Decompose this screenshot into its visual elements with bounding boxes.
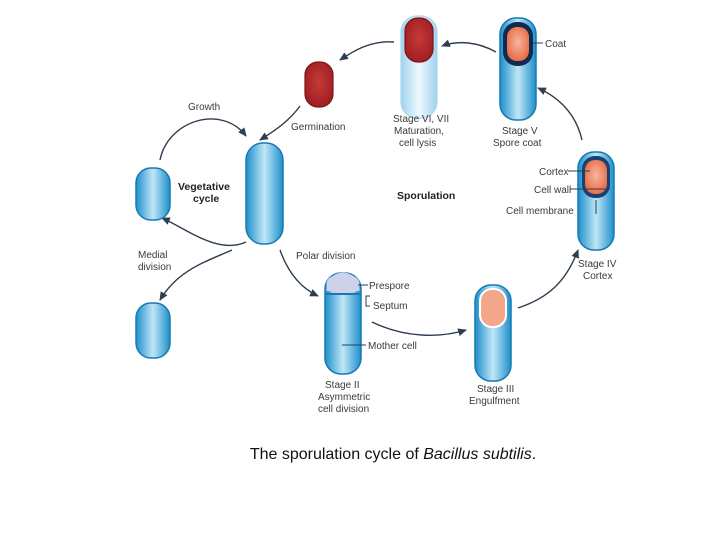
germination-label: Germination [291, 122, 345, 133]
cell-wall-label: Cell wall [534, 185, 571, 196]
vegetative-label-line1: Vegetative [178, 181, 230, 193]
stage4-label-line1: Stage IV [578, 259, 617, 270]
stage3-cell [474, 284, 512, 382]
pointer-lines [342, 42, 610, 346]
stage3-label-line1: Stage III [477, 384, 514, 395]
caption-organism: Bacillus subtilis [423, 446, 532, 463]
stage67-cell [400, 15, 438, 119]
stage2-label-line2: Asymmetric [318, 392, 370, 403]
figure-caption: The sporulation cycle of Bacillus subtil… [0, 446, 720, 464]
stage4-label-line2: Cortex [583, 271, 612, 282]
growth-arrow [159, 118, 247, 161]
vegetative-label-line2: cycle [193, 193, 219, 205]
stage2-cell [324, 272, 362, 375]
stage4-arrow [517, 249, 579, 309]
polar-division-arrow [279, 249, 319, 297]
stage5-cell [499, 17, 537, 121]
free-spore [304, 61, 334, 108]
mature-spore [404, 17, 434, 63]
vegetative-cell-small-top [135, 167, 171, 221]
sporulation-label: Sporulation [397, 190, 455, 202]
stage5-label-line2: Spore coat [493, 138, 542, 149]
stage2-label-line3: cell division [318, 404, 369, 415]
caption-suffix: . [531, 446, 537, 463]
growth-label: Growth [188, 102, 220, 113]
engulfment-arrow [371, 321, 467, 337]
cycle-arrows [159, 39, 583, 337]
medial-label-line2: division [138, 262, 171, 273]
medial-label-line1: Medial [138, 250, 167, 261]
release-arrow [339, 41, 395, 61]
stage3-label-line2: Engulfment [469, 396, 520, 407]
stage5-label-line1: Stage V [502, 126, 538, 137]
cortex-label: Cortex [539, 167, 568, 178]
division-to-cell-arrow [159, 249, 233, 301]
medial-division-arrow [161, 217, 247, 247]
septum-label: Septum [373, 301, 407, 312]
stage5-arrow [537, 87, 583, 141]
caption-prefix: The sporulation cycle of [249, 446, 424, 463]
stage67-label-line1: Stage VI, VII [393, 114, 449, 125]
stage2-label-line1: Stage II [325, 380, 359, 391]
prespore-label: Prespore [369, 281, 410, 292]
germination-arrow [259, 105, 301, 141]
vegetative-cell-small-bottom [135, 302, 171, 359]
maturation-arrow [441, 39, 497, 53]
vegetative-cell-large [245, 142, 284, 245]
cell-membrane-label: Cell membrane [506, 206, 574, 217]
stage67-label-line3: cell lysis [399, 138, 436, 149]
engulfed-prespore [479, 288, 507, 328]
polar-division-label: Polar division [296, 251, 355, 262]
coat-label: Coat [545, 39, 566, 50]
mother-cell-label: Mother cell [368, 341, 417, 352]
stage67-label-line2: Maturation, [394, 126, 444, 137]
